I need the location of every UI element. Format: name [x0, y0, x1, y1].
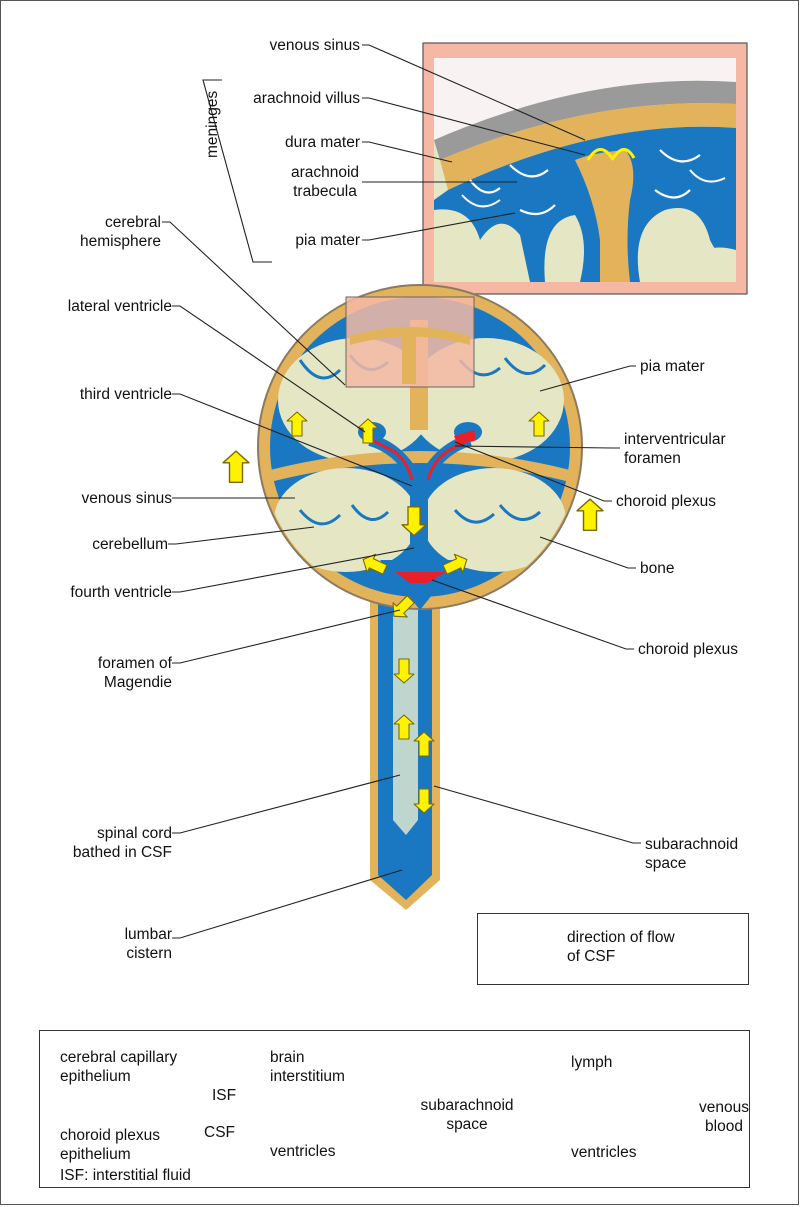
label-arachnoid-trabecula: arachnoid trabecula	[275, 163, 375, 201]
flow-ventricles-left: ventricles	[270, 1142, 335, 1161]
label-meninges: meninges	[203, 91, 222, 158]
label-lumbar-line1: lumbar	[125, 925, 172, 944]
label-foramen-line1: foramen of	[98, 654, 172, 673]
legend-text-line2: of CSF	[567, 947, 675, 966]
label-cerebellum: cerebellum	[92, 535, 168, 554]
label-interventricular-foramen: interventricular foramen	[624, 430, 726, 468]
flow-cerebral-capillary: cerebral capillary epithelium	[60, 1048, 177, 1086]
label-third-ventricle: third ventricle	[80, 385, 172, 404]
label-magendie-line2: Magendie	[98, 673, 172, 692]
flow-cap-line1: cerebral capillary	[60, 1048, 177, 1067]
flow-isf-label: ISF	[212, 1086, 236, 1105]
label-foramen-line2: foramen	[624, 449, 726, 468]
brain-section	[258, 285, 582, 910]
label-venous-sinus-left: venous sinus	[82, 489, 172, 508]
label-cerebral-line1: cerebral	[80, 213, 161, 232]
flow-choroid-line1: choroid plexus	[60, 1126, 160, 1145]
label-dura-mater: dura mater	[285, 133, 360, 152]
flow-venous-line2: blood	[690, 1117, 758, 1136]
flow-subarachnoid-space: subarachnoid space	[412, 1096, 522, 1134]
label-cistern-line2: cistern	[125, 944, 172, 963]
label-interventricular-line1: interventricular	[624, 430, 726, 449]
label-choroid-plexus-upper: choroid plexus	[616, 492, 716, 511]
legend-text: direction of flow of CSF	[567, 928, 675, 966]
label-cerebral-hemisphere: cerebral hemisphere	[80, 213, 161, 251]
flow-ventricles-right: ventricles	[571, 1143, 636, 1162]
flow-cap-line2: epithelium	[60, 1067, 177, 1086]
legend-text-line1: direction of flow	[567, 928, 675, 947]
label-spinal-cord-line2: bathed in CSF	[73, 843, 172, 862]
label-pia-mater-right: pia mater	[640, 357, 705, 376]
flow-csf-label: CSF	[204, 1123, 235, 1142]
label-arachnoid-line1: arachnoid	[275, 163, 375, 182]
flow-venous-line1: venous	[690, 1098, 758, 1117]
flow-subarach-line1: subarachnoid	[412, 1096, 522, 1115]
label-fourth-ventricle: fourth ventricle	[70, 583, 172, 602]
flow-venous-blood: venous blood	[690, 1098, 758, 1136]
flow-subarach-line2: space	[412, 1115, 522, 1134]
label-bone: bone	[640, 559, 674, 578]
label-subarachnoid-space: subarachnoid space	[645, 835, 738, 873]
flow-isf-note: ISF: interstitial fluid	[60, 1166, 191, 1185]
label-subarachnoid-line1: subarachnoid	[645, 835, 738, 854]
label-pia-mater-top: pia mater	[295, 231, 360, 250]
label-lateral-ventricle: lateral ventricle	[68, 297, 172, 316]
flow-brain-line2: interstitium	[270, 1067, 345, 1086]
label-lumbar-cistern: lumbar cistern	[125, 925, 172, 963]
label-trabecula-line2: trabecula	[275, 182, 375, 201]
label-spinal-cord-line1: spinal cord	[73, 824, 172, 843]
label-hemisphere-line2: hemisphere	[80, 232, 161, 251]
label-arachnoid-villus: arachnoid villus	[253, 89, 360, 108]
flow-brain-line1: brain	[270, 1048, 345, 1067]
label-space-line2: space	[645, 854, 738, 873]
flow-choroid-plexus: choroid plexus epithelium	[60, 1126, 160, 1164]
label-venous-sinus-top: venous sinus	[270, 36, 360, 55]
flow-lymph: lymph	[571, 1053, 612, 1072]
label-foramen-of-magendie: foramen of Magendie	[98, 654, 172, 692]
label-choroid-plexus-lower: choroid plexus	[638, 640, 738, 659]
meninges-inset	[423, 43, 747, 294]
label-spinal-cord: spinal cord bathed in CSF	[73, 824, 172, 862]
flow-choroid-line2: epithelium	[60, 1145, 160, 1164]
flow-brain-interstitium: brain interstitium	[270, 1048, 345, 1086]
